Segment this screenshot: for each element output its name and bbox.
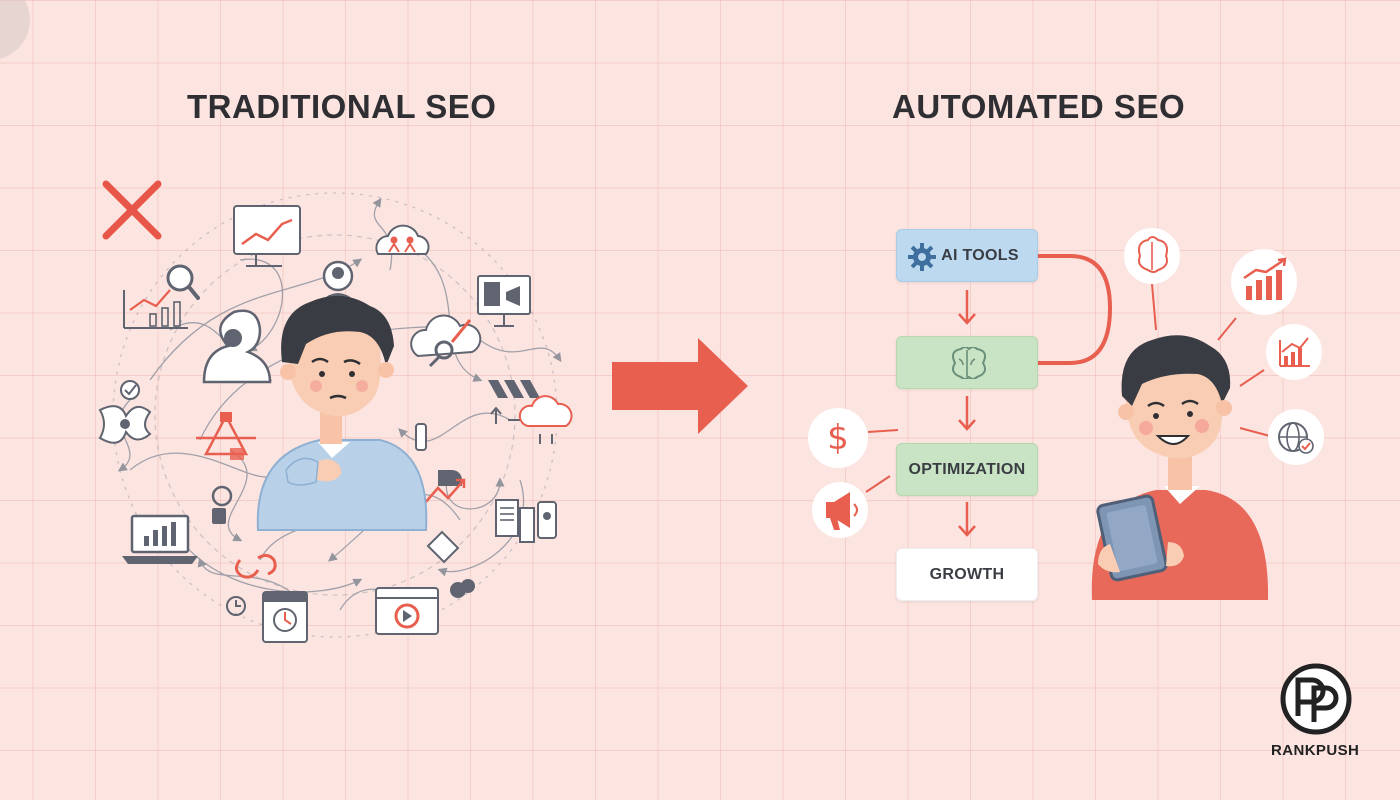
growth-label: GROWTH [929,565,1005,583]
rankpush-logo-label: RANKPUSH [1271,742,1360,759]
brain-box [896,336,1038,389]
document-icon [495,499,557,543]
flow-arrow-down [958,396,976,431]
phone-icon [415,423,427,451]
rankpush-logo-icon [1280,663,1352,735]
optimization-box: OPTIMIZATION [896,443,1038,496]
presentation-icon [477,275,531,327]
feedback-loop-connector [1038,254,1113,365]
cloud-gear-icon [410,314,482,368]
network-icon [196,412,256,460]
growth-chart-icon [1231,249,1297,315]
tag-icon [426,530,460,564]
laptop-chart-icon [122,514,198,564]
dollar-connector [867,429,899,433]
trend-arrow-icon [423,478,466,505]
stressed-man [256,295,428,531]
calendar-icon [262,591,308,643]
lightbulb-icon [211,485,233,524]
line-chart-icon [233,205,301,267]
link-icon [235,553,277,579]
corner-shadow [0,0,30,59]
brain-icon [1124,228,1180,284]
clock-icon [226,596,246,616]
brain-icon [952,346,986,379]
megaphone-connector [865,475,891,493]
cloud-hands-icon [518,395,573,444]
video-player-icon [375,587,439,635]
dollar-symbol: $ [827,418,849,458]
globe-check-icon [1268,409,1324,465]
user-icon [202,309,272,384]
dollar-icon [808,408,868,468]
chat-bubbles-icon [450,579,475,598]
speaker-icon [438,470,462,486]
traditional-seo-title: TRADITIONAL SEO [187,88,497,125]
ai-tools-label: AI TOOLS [941,246,1019,264]
flow-arrow-down [958,290,976,325]
optimization-label: OPTIMIZATION [908,460,1026,478]
ai-tools-box: AI TOOLS [896,229,1038,282]
analytics-chart-icon [1266,324,1322,380]
magnifier-chart-icon [123,264,200,329]
megaphone-icon [812,482,868,538]
tablet-icon [1096,494,1184,582]
growth-box: GROWTH [896,548,1038,601]
shield-icon [120,380,140,400]
x-mark-icon [102,180,162,240]
automated-seo-title: AUTOMATED SEO [892,88,1186,125]
arrow-right-icon [612,338,748,434]
orbit-connectors [1151,283,1271,437]
flow-arrow-down [958,502,976,537]
gear-icon [908,243,936,271]
cloud-people-icon [375,224,430,255]
fan-icon [98,405,152,444]
